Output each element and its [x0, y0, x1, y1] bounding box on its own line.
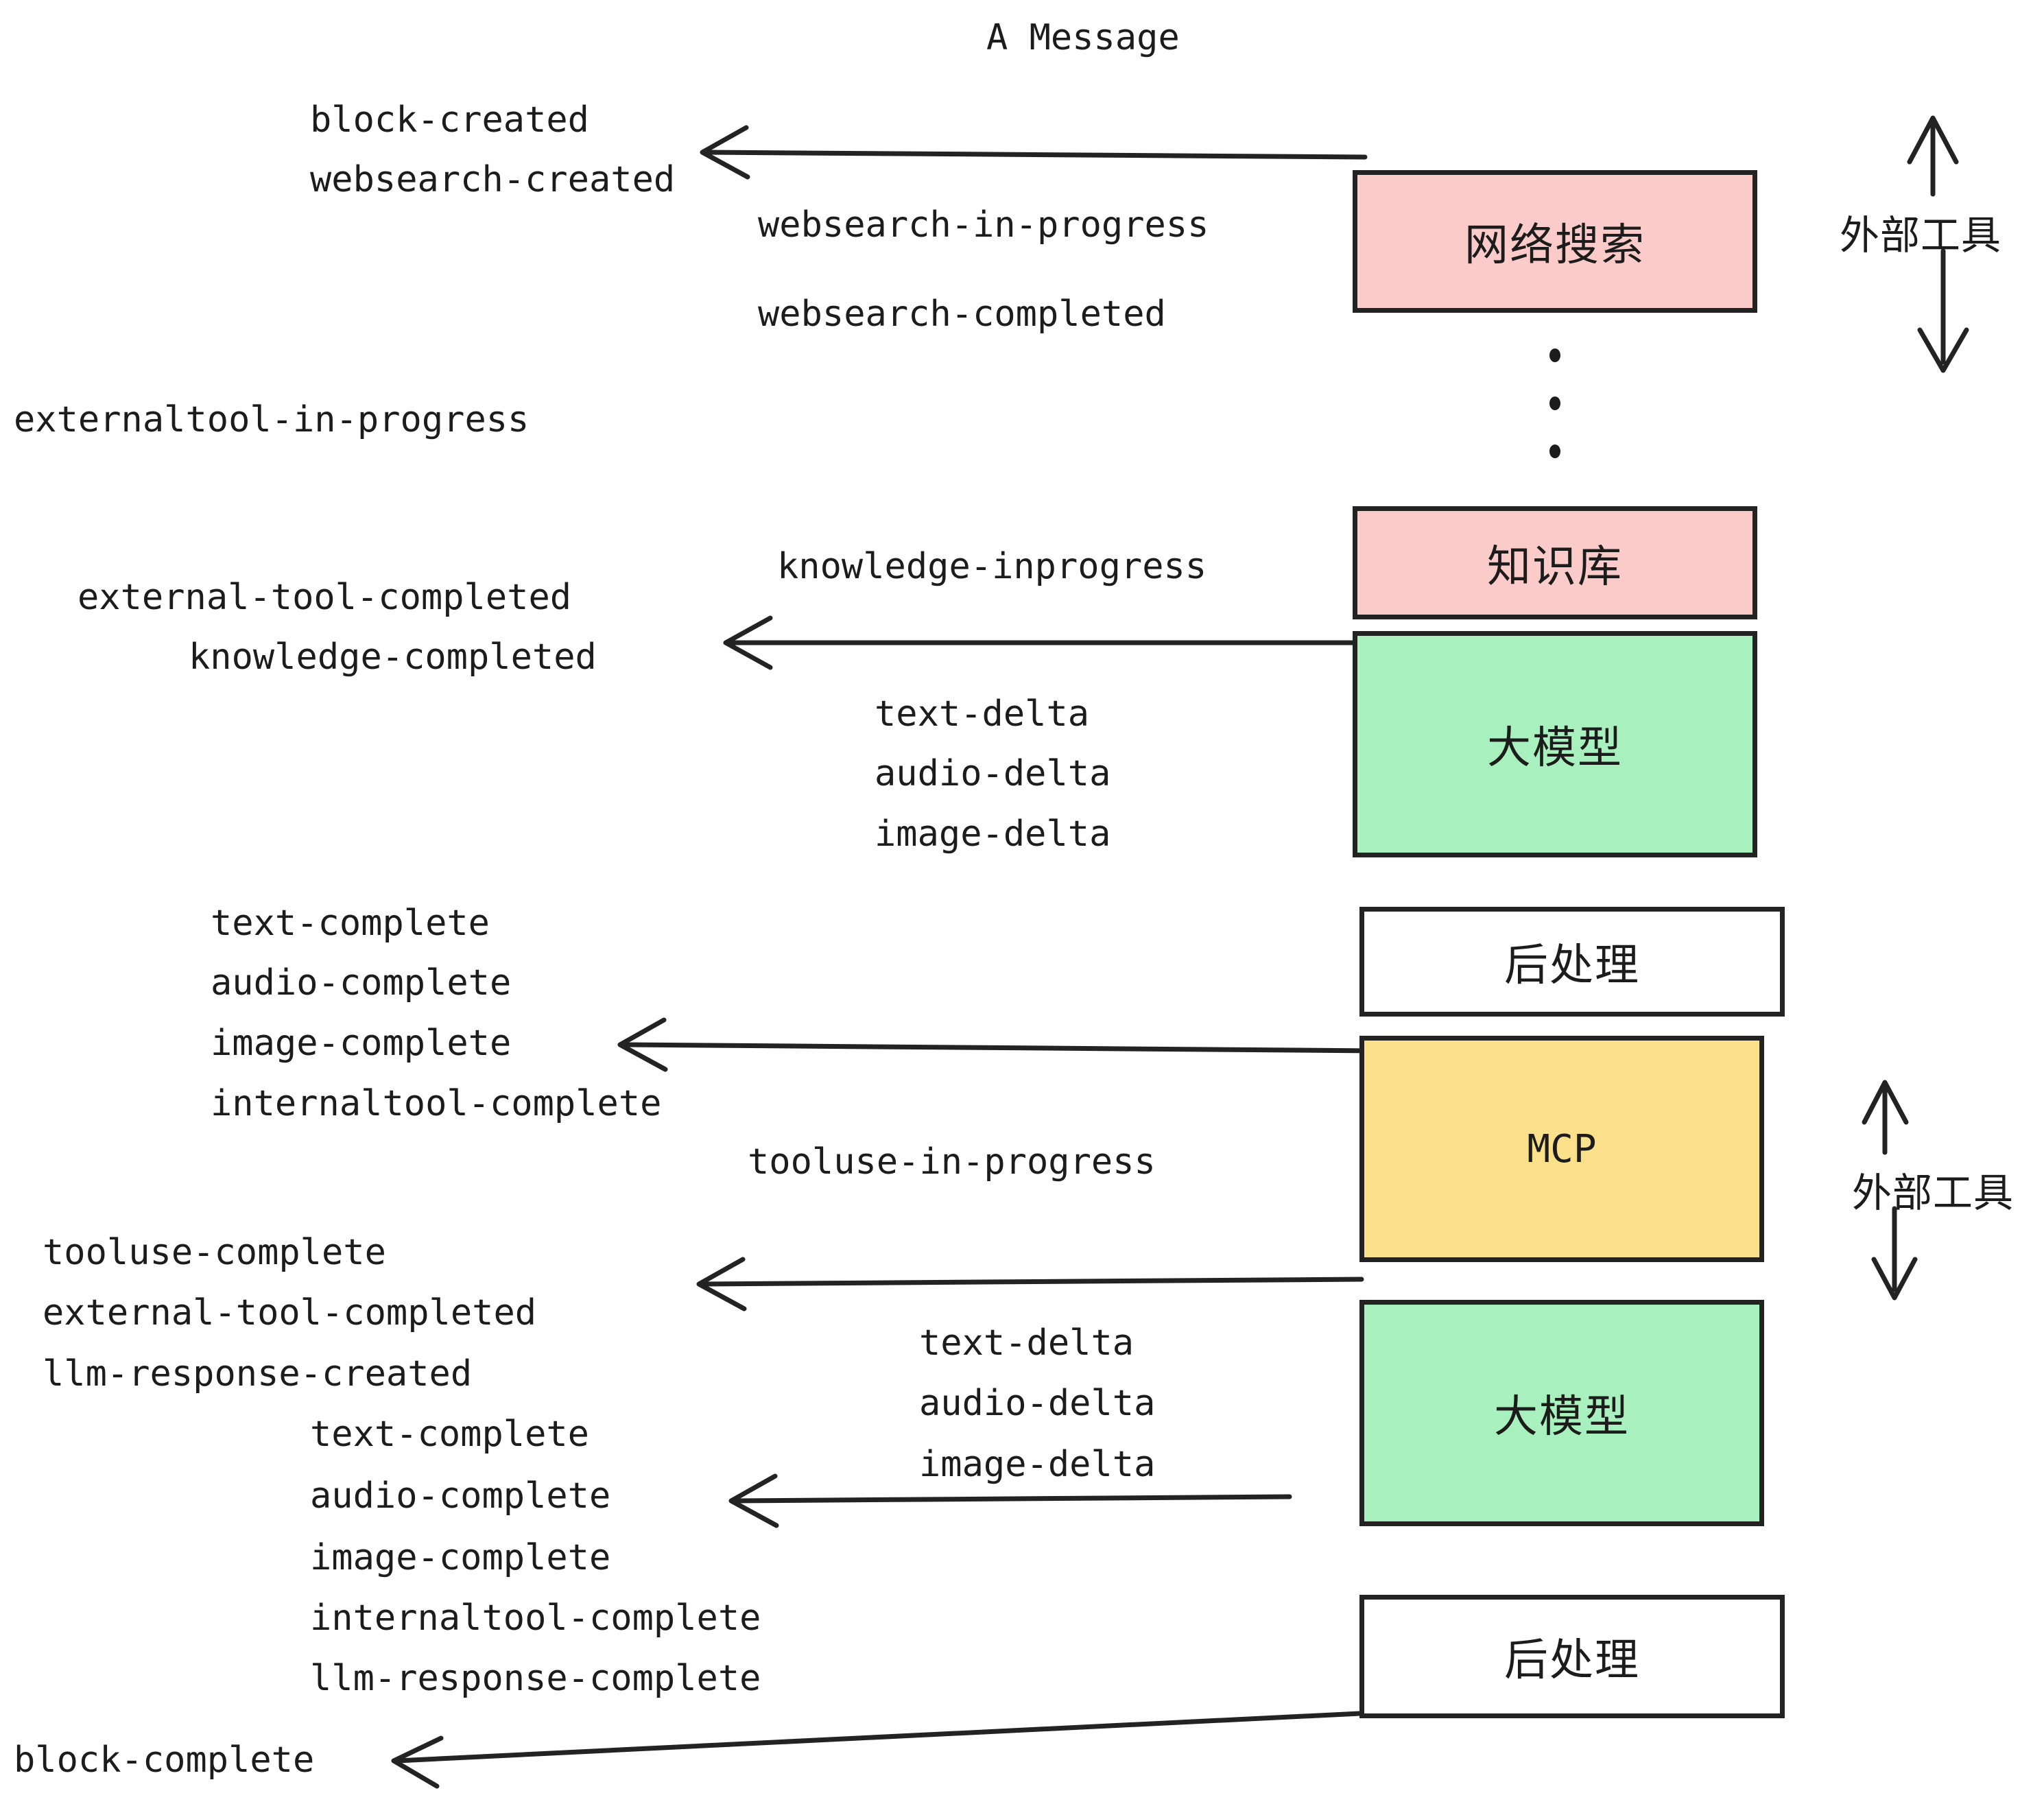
event-label-text-complete-1: text-complete — [211, 903, 490, 944]
box-postprocess-1[interactable]: 后处理 — [1359, 907, 1785, 1017]
arrow-mcp-to-events — [696, 1257, 1364, 1312]
event-label-audio-delta-2: audio-delta — [919, 1383, 1156, 1424]
event-label-image-complete-1: image-complete — [211, 1023, 512, 1064]
event-label-audio-complete-1: audio-complete — [211, 962, 512, 1004]
box-postprocess-2-label: 后处理 — [1504, 1635, 1640, 1686]
event-label-knowledge-inprogress: knowledge-inprogress — [777, 546, 1207, 587]
event-label-external-tool-completed-2: external-tool-completed — [43, 1292, 537, 1333]
event-label-knowledge-completed: knowledge-completed — [189, 637, 597, 678]
event-label-tooluse-complete: tooluse-complete — [43, 1232, 386, 1273]
box-llm-1-label: 大模型 — [1487, 723, 1623, 774]
event-label-internaltool-complete-1: internaltool-complete — [211, 1083, 662, 1124]
event-label-audio-delta-1: audio-delta — [875, 753, 1111, 794]
event-label-websearch-created: websearch-created — [310, 159, 676, 200]
arrow-knowledge-to-events — [723, 615, 1364, 670]
external-tool-arrow-up-top — [1907, 115, 1959, 197]
box-mcp[interactable]: MCP — [1359, 1036, 1764, 1262]
event-label-block-created: block-created — [310, 99, 589, 141]
event-label-text-delta-1: text-delta — [875, 693, 1090, 735]
box-knowledge-label: 知识库 — [1487, 541, 1623, 593]
event-label-external-tool-completed-1: external-tool-completed — [78, 577, 572, 618]
arrow-websearch-to-events — [700, 125, 1368, 180]
arrow-postprocess1-to-events — [617, 1017, 1378, 1072]
box-llm-1[interactable]: 大模型 — [1353, 631, 1757, 857]
box-mcp-label: MCP — [1527, 1126, 1597, 1172]
box-llm-2-label: 大模型 — [1494, 1392, 1630, 1443]
event-label-websearch-in-progress: websearch-in-progress — [758, 204, 1209, 246]
event-label-block-complete: block-complete — [14, 1740, 315, 1781]
event-label-image-delta-2: image-delta — [919, 1444, 1156, 1485]
ellipsis-dots — [1548, 348, 1562, 458]
arrow-postprocess2-to-block-complete — [391, 1711, 1363, 1789]
external-tool-arrow-down-bottom — [1871, 1206, 1918, 1301]
event-label-text-delta-2: text-delta — [919, 1322, 1134, 1364]
box-postprocess-1-label: 后处理 — [1504, 940, 1640, 991]
external-tool-arrow-up-bottom — [1862, 1080, 1909, 1155]
event-label-image-complete-2: image-complete — [310, 1537, 611, 1578]
diagram-title: A Message — [986, 17, 1180, 58]
ellipsis-dot — [1549, 348, 1560, 362]
event-label-websearch-completed: websearch-completed — [758, 294, 1166, 335]
ellipsis-dot — [1549, 396, 1560, 410]
label-external-tool-top: 外部工具 — [1840, 212, 2002, 259]
event-label-externaltool-in-progress: externaltool-in-progress — [14, 399, 530, 440]
event-label-llm-response-complete: llm-response-complete — [310, 1658, 761, 1699]
box-postprocess-2[interactable]: 后处理 — [1359, 1595, 1785, 1718]
ellipsis-dot — [1549, 444, 1560, 458]
event-label-image-delta-1: image-delta — [875, 814, 1111, 855]
event-label-text-complete-2: text-complete — [310, 1414, 589, 1455]
event-label-internaltool-complete-2: internaltool-complete — [310, 1598, 761, 1639]
box-websearch-label: 网络搜索 — [1464, 220, 1645, 271]
event-label-audio-complete-2: audio-complete — [310, 1475, 611, 1517]
external-tool-arrow-down-top — [1917, 248, 1969, 373]
box-websearch[interactable]: 网络搜索 — [1353, 170, 1757, 313]
box-knowledge[interactable]: 知识库 — [1353, 506, 1757, 619]
box-llm-2[interactable]: 大模型 — [1359, 1300, 1764, 1526]
event-label-llm-response-created: llm-response-created — [43, 1353, 473, 1394]
label-external-tool-bottom: 外部工具 — [1852, 1170, 2015, 1216]
event-label-tooluse-in-progress: tooluse-in-progress — [748, 1141, 1156, 1183]
